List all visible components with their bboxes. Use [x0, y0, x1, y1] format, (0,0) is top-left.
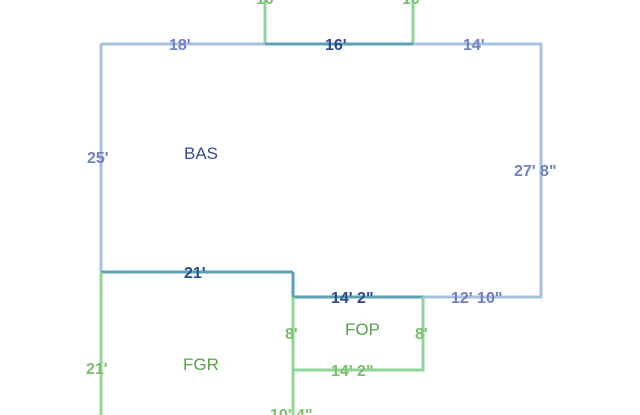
bas-right-walls [413, 42, 543, 299]
dim-top-small-left: 10' [256, 0, 278, 8]
dim-fop-left: 8' [285, 326, 298, 343]
dim-top-right: 14' [463, 37, 485, 54]
fop-outline [293, 297, 425, 372]
area-label-fop: FOP [345, 320, 380, 339]
dim-left-side: 25' [87, 150, 109, 167]
area-label-bas: BAS [184, 144, 218, 163]
dim-top-left: 18' [169, 37, 191, 54]
dim-right-side: 27' 8" [514, 163, 557, 180]
dim-top-small-right: 10' [402, 0, 424, 8]
dim-top-middle: 16' [325, 37, 347, 54]
dim-fop-right: 8' [415, 326, 428, 343]
dim-fop-top: 14' 2" [331, 290, 374, 307]
dim-fop-bottom: 14' 2" [331, 363, 374, 380]
area-label-fgr: FGR [183, 355, 219, 374]
dim-bottom-partial: 10' 4" [270, 407, 313, 415]
dim-bas-lower-right: 12' 10" [451, 290, 502, 307]
dim-fgr-left: 21' [86, 361, 108, 378]
dim-fgr-top: 21' [184, 265, 206, 282]
